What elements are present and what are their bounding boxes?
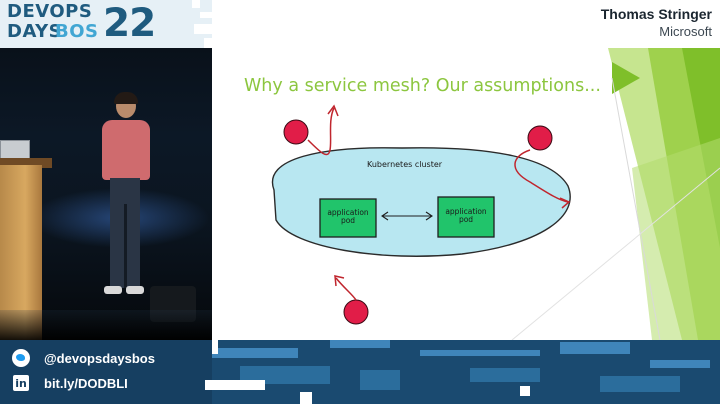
logo-bos-text: BOS	[55, 21, 99, 42]
application-pod-right	[437, 196, 495, 238]
decor-square	[200, 12, 212, 18]
speaker-video-feed	[0, 48, 212, 340]
pattern-block	[470, 368, 540, 382]
external-client-dot	[283, 119, 309, 145]
pattern-block	[212, 340, 218, 354]
arrow-head	[334, 275, 345, 287]
presenter-figure	[96, 92, 156, 304]
linkedin-icon: in	[12, 374, 30, 392]
presentation-slide: Why a service mesh? Our assumptions... K…	[212, 48, 720, 340]
pattern-block	[212, 348, 298, 358]
short-link: bit.ly/DODBLI	[44, 375, 128, 391]
pattern-block	[600, 376, 680, 392]
arrow-head	[381, 211, 389, 221]
inbound-arrow	[335, 277, 357, 301]
pattern-block	[520, 386, 530, 396]
decor-line	[511, 167, 720, 340]
devopsdays-logo: DEVOPS DAYS BOS 22	[7, 3, 167, 45]
linkedin-glyph: in	[13, 375, 29, 391]
pattern-block	[300, 392, 312, 404]
decor-square	[194, 24, 212, 34]
presenter-shoe	[126, 286, 144, 294]
cluster-label: Kubernetes cluster	[367, 160, 443, 169]
top-banner: DEVOPS DAYS BOS 22 Thomas Stringer Micro…	[0, 0, 720, 48]
pod-label-left: application pod	[320, 208, 376, 226]
logo-devops-text: DEVOPS	[7, 1, 93, 22]
application-pod-left	[319, 198, 377, 238]
outbound-arrow	[514, 149, 569, 203]
speaker-organization: Microsoft	[659, 24, 712, 39]
green-wedge	[632, 138, 720, 340]
pattern-block	[205, 380, 265, 390]
external-client-dot	[343, 299, 369, 325]
podium-top	[0, 158, 52, 168]
twitter-row: @devopsdaysbos	[12, 348, 155, 368]
arrow-head	[559, 197, 571, 209]
logo-year-text: 22	[103, 1, 156, 46]
presenter-shirt	[102, 120, 150, 180]
arrow-head	[425, 211, 433, 221]
presenter-leg-gap	[124, 204, 127, 288]
speaker-name: Thomas Stringer	[600, 6, 712, 22]
twitter-handle: @devopsdaysbos	[44, 350, 155, 366]
pod-label-right: application pod	[438, 207, 494, 225]
pattern-block	[420, 350, 540, 356]
slide-artwork	[271, 48, 720, 340]
arrow-head	[327, 104, 339, 117]
pattern-block	[330, 340, 390, 348]
slide-title: Why a service mesh? Our assumptions...	[244, 76, 601, 96]
bottom-info-bar: @devopsdaysbos in bit.ly/DODBLI	[0, 340, 720, 404]
logo-days-text: DAYS	[7, 21, 63, 42]
pattern-block	[560, 342, 630, 354]
pattern-block	[650, 360, 710, 368]
external-client-dot	[527, 125, 553, 151]
outbound-arrow	[307, 107, 335, 156]
pod-label-line: pod	[340, 216, 356, 226]
presenter-hair	[114, 92, 138, 104]
twitter-icon	[12, 349, 30, 367]
decor-square	[204, 38, 212, 48]
stage-floor	[0, 310, 212, 340]
event-logo-panel: DEVOPS DAYS BOS 22	[0, 0, 212, 48]
linkedin-row: in bit.ly/DODBLI	[12, 373, 128, 393]
presenter-shoe	[104, 286, 122, 294]
twitter-bird-shape	[12, 349, 30, 367]
pattern-block	[360, 370, 400, 390]
bullet-triangle	[612, 62, 640, 94]
pod-label-line: pod	[458, 215, 474, 225]
decor-square	[192, 0, 200, 8]
decor-line	[611, 77, 661, 340]
pod-label-line: application	[445, 207, 487, 216]
pattern-block	[240, 366, 330, 384]
pod-label-line: application	[327, 208, 369, 217]
